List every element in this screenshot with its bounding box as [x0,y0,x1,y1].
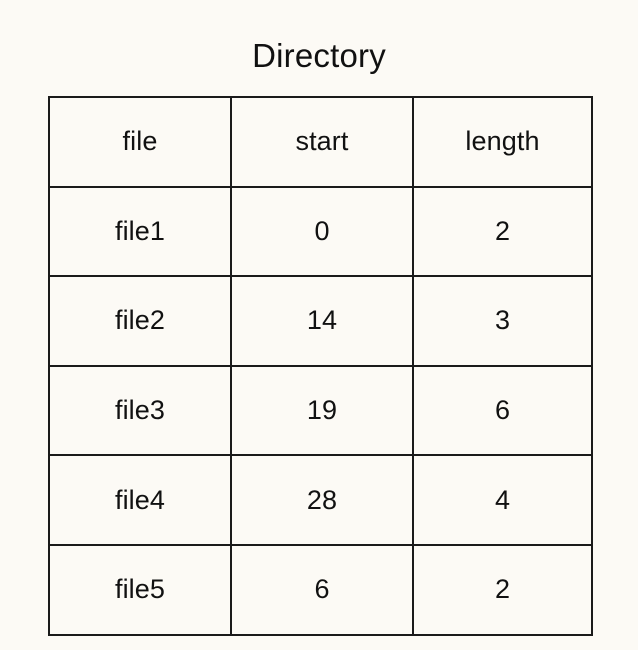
cell-file: file5 [48,543,232,636]
cell-length: 2 [412,185,593,278]
table-row: file5 6 2 [48,543,593,636]
cell-file: file2 [48,275,232,367]
cell-start: 19 [230,364,414,457]
cell-file: file1 [48,185,232,278]
table-row: file2 14 3 [48,275,593,367]
cell-length: 2 [412,543,593,636]
directory-table-container: file start length file1 0 2 file2 14 3 f… [48,96,593,636]
cell-file: file3 [48,364,232,457]
column-header-start: start [230,96,414,188]
table-row: file3 19 6 [48,364,593,457]
column-header-file: file [48,96,232,188]
cell-start: 28 [230,454,414,546]
cell-start: 14 [230,275,414,367]
cell-length: 3 [412,275,593,367]
cell-length: 4 [412,454,593,546]
table-header-row: file start length [48,96,593,188]
cell-length: 6 [412,364,593,457]
table-row: file4 28 4 [48,454,593,546]
column-header-length: length [412,96,593,188]
directory-table: file start length file1 0 2 file2 14 3 f… [48,96,593,636]
cell-file: file4 [48,454,232,546]
page-title: Directory [252,37,386,74]
cell-start: 6 [230,543,414,636]
table-row: file1 0 2 [48,185,593,278]
cell-start: 0 [230,185,414,278]
